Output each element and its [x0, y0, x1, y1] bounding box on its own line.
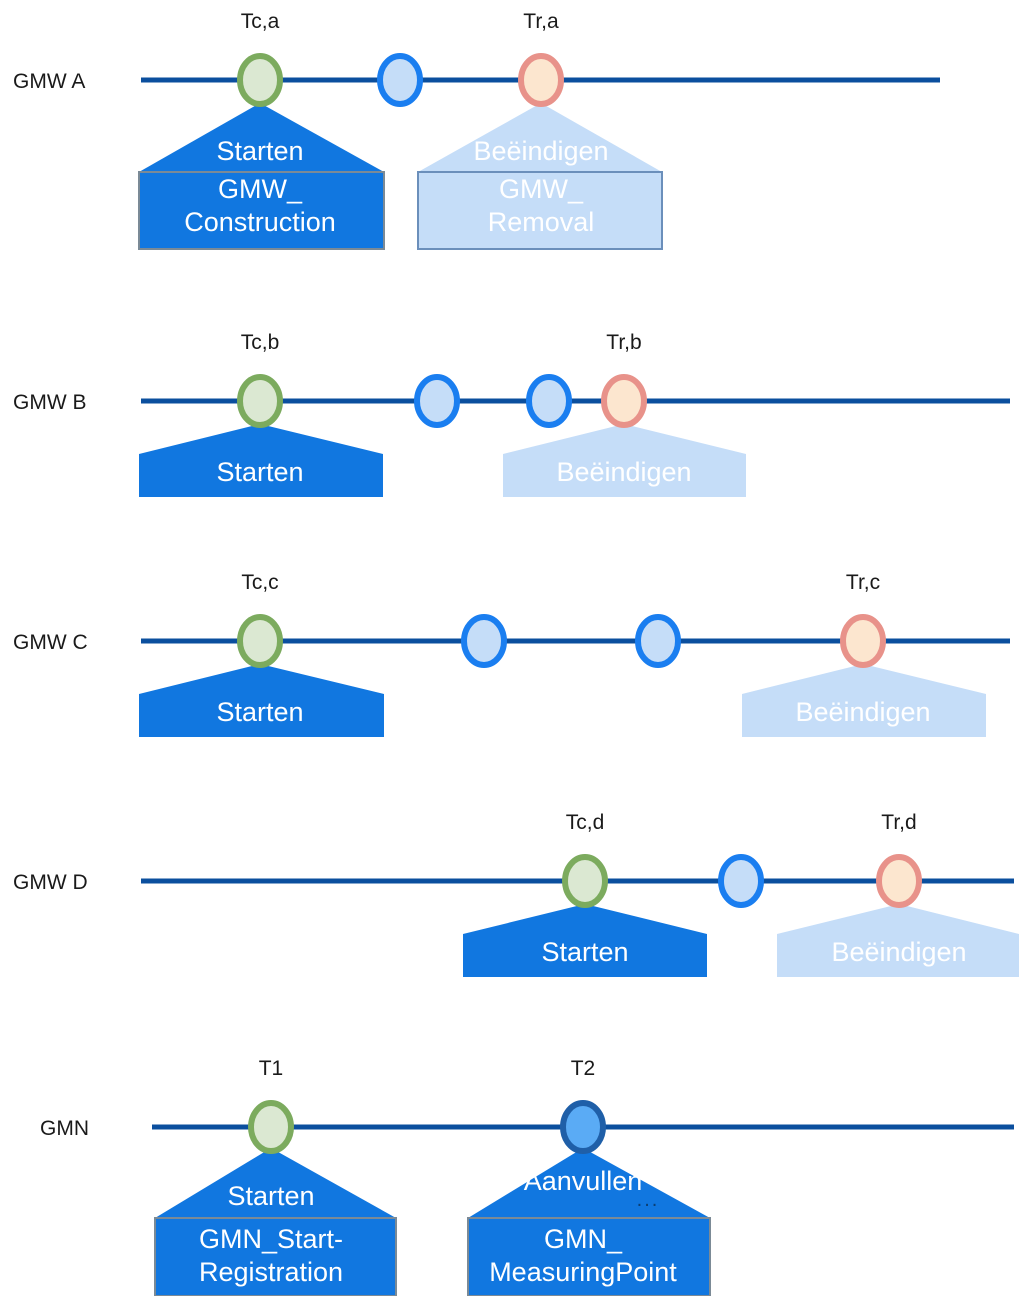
marker-event-event-1[interactable] — [414, 374, 460, 428]
marker-event-event-2[interactable] — [526, 374, 572, 428]
house-gmw-c-end: Beëindigen — [742, 664, 986, 737]
house-entity-label: Registration — [199, 1257, 343, 1287]
house-pentagon — [777, 904, 1019, 977]
house-action-label: Starten — [216, 457, 303, 487]
house-pentagon — [503, 424, 746, 497]
marker-start-start[interactable] — [562, 854, 608, 908]
house-body-box — [467, 1217, 711, 1296]
marker-end-end[interactable] — [601, 374, 647, 428]
marker-start-start[interactable] — [237, 53, 283, 107]
house-pentagon — [139, 424, 383, 497]
house-entity-label: GMN_Start- — [199, 1224, 343, 1254]
house-action-label: Beëindigen — [831, 937, 966, 967]
house-body-box — [138, 171, 385, 250]
house-roof — [139, 103, 384, 174]
house-roof — [155, 1148, 396, 1220]
house-pentagon — [463, 904, 707, 977]
row-label-gmw-b: GMW B — [13, 391, 87, 414]
house-action-label: Aanvullen — [524, 1166, 643, 1196]
time-label-tcc: Tc,c — [241, 571, 278, 594]
marker-start-start[interactable] — [237, 374, 283, 428]
house-action-label: Beëindigen — [473, 136, 608, 166]
marker-event-event-1[interactable] — [461, 614, 507, 668]
marker-gmn-measuringpoint[interactable] — [560, 1100, 606, 1154]
house-ellipsis-icon: ... — [637, 1189, 660, 1211]
house-gmw-b-start: Starten — [139, 424, 383, 497]
marker-event-event-1[interactable] — [718, 854, 764, 908]
house-body-box — [154, 1217, 397, 1296]
time-label-trd: Tr,d — [881, 811, 916, 834]
row-label-gmw-c: GMW C — [13, 631, 88, 654]
time-label-tca: Tc,a — [241, 10, 280, 33]
marker-start-start[interactable] — [248, 1100, 294, 1154]
time-label-tra: Tr,a — [523, 10, 559, 33]
house-action-label: Beëindigen — [556, 457, 691, 487]
marker-event-event-2[interactable] — [635, 614, 681, 668]
house-action-label: Starten — [216, 136, 303, 166]
marker-event-event-1[interactable] — [377, 53, 423, 107]
house-entity-label: GMW_ — [218, 174, 303, 204]
house-gmw-c-start: Starten — [139, 664, 384, 737]
markers-layer — [237, 53, 922, 1154]
house-action-label: Starten — [216, 697, 303, 727]
house-action-label: Starten — [541, 937, 628, 967]
house-entity-label: GMN_ — [544, 1224, 623, 1254]
house-action-label: Starten — [227, 1181, 314, 1211]
house-pentagon — [139, 664, 384, 737]
house-gmn-measuringpoint: Aanvullen... GMN_MeasuringPoint — [467, 1148, 711, 1296]
house-action-label: Beëindigen — [795, 697, 930, 727]
house-entity-label: Removal — [488, 207, 595, 237]
row-label-gmn: GMN — [40, 1117, 89, 1140]
house-entity-label: Construction — [184, 207, 336, 237]
house-entity-label: MeasuringPoint — [489, 1257, 677, 1287]
time-label-tcd: Tc,d — [566, 811, 605, 834]
house-gmw-d-start: Starten — [463, 904, 707, 977]
time-label-t1: T1 — [259, 1057, 284, 1080]
row-label-gmw-d: GMW D — [13, 871, 88, 894]
house-roof — [418, 103, 662, 174]
house-body-box — [417, 171, 663, 250]
houses-layer: StartenGMW_ConstructionBeëindigenGMW_Rem… — [138, 103, 1019, 1296]
house-pentagon — [742, 664, 986, 737]
time-label-tcb: Tc,b — [241, 331, 280, 354]
time-label-trc: Tr,c — [846, 571, 880, 594]
marker-end-end[interactable] — [876, 854, 922, 908]
row-label-gmw-a: GMW A — [13, 70, 85, 93]
marker-end-end[interactable] — [518, 53, 564, 107]
marker-end-end[interactable] — [840, 614, 886, 668]
marker-start-start[interactable] — [237, 614, 283, 668]
house-entity-label: GMW_ — [499, 174, 584, 204]
house-gmw-d-end: Beëindigen — [777, 904, 1019, 977]
house-roof — [468, 1148, 710, 1220]
time-label-trb: Tr,b — [606, 331, 641, 354]
time-label-t2: T2 — [571, 1057, 596, 1080]
house-gmw-b-end: Beëindigen — [503, 424, 746, 497]
